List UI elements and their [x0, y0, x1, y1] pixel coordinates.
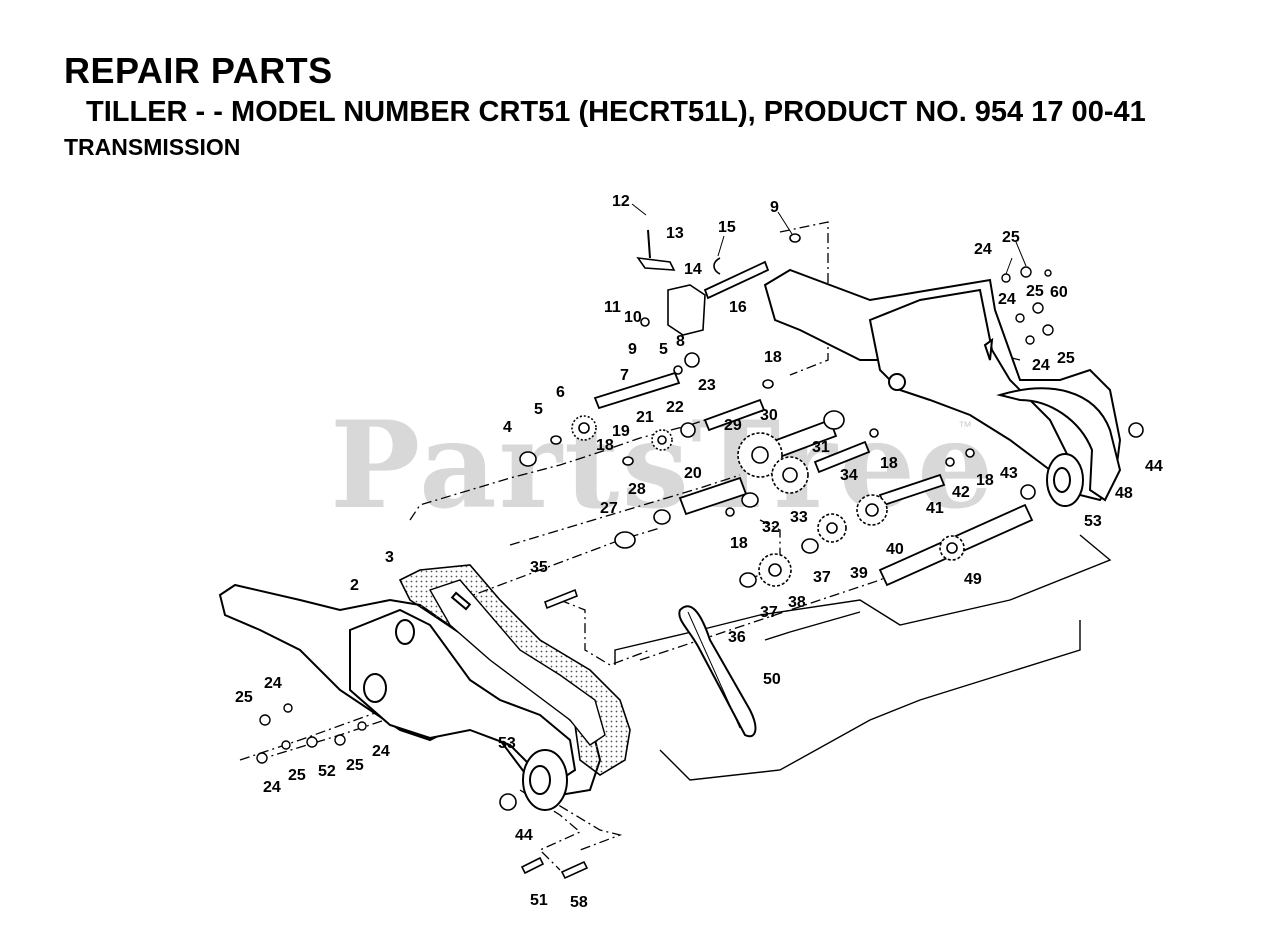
callout: 19 — [612, 423, 630, 440]
callout: 51 — [530, 892, 548, 909]
callout: 18 — [730, 535, 748, 552]
callout: 14 — [684, 261, 702, 278]
watermark-trademark: ™ — [958, 418, 972, 434]
callout: 39 — [850, 565, 868, 582]
callout: 25 — [346, 757, 364, 774]
callout: 48 — [1115, 485, 1133, 502]
callout: 31 — [812, 439, 830, 456]
callout: 50 — [763, 671, 781, 688]
callout: 18 — [764, 349, 782, 366]
callout: 32 — [762, 519, 780, 536]
callout: 60 — [1050, 284, 1068, 301]
callout: 16 — [729, 299, 747, 316]
callout: 25 — [1026, 283, 1044, 300]
callout: 29 — [724, 417, 742, 434]
callout: 30 — [760, 407, 778, 424]
callout: 37 — [813, 569, 831, 586]
callout: 24 — [264, 675, 282, 692]
callout: 22 — [666, 399, 684, 416]
callout: 24 — [1032, 357, 1050, 374]
callout: 18 — [880, 455, 898, 472]
callout-labels: 12 13 15 9 14 11 10 16 9 8 5 7 18 23 6 5… — [235, 193, 1163, 911]
callout: 3 — [385, 549, 394, 566]
callout: 4 — [503, 419, 512, 436]
callout: 41 — [926, 500, 944, 517]
callout: 24 — [372, 743, 390, 760]
callout: 25 — [288, 767, 306, 784]
callout: 11 — [604, 299, 621, 316]
callout: 2 — [350, 577, 359, 594]
callout: 18 — [976, 472, 994, 489]
callout: 28 — [628, 481, 646, 498]
callout: 43 — [1000, 465, 1018, 482]
callout: 15 — [718, 219, 736, 236]
callout: 10 — [624, 309, 642, 326]
model-subtitle: TILLER - - MODEL NUMBER CRT51 (HECRT51L)… — [86, 96, 1146, 128]
callout: 25 — [1002, 229, 1020, 246]
callout: 53 — [498, 735, 516, 752]
callout: 5 — [534, 401, 543, 418]
callout: 34 — [840, 467, 858, 484]
callout: 9 — [628, 341, 637, 358]
callout: 44 — [1145, 458, 1163, 475]
callout: 38 — [788, 594, 806, 611]
callout: 13 — [666, 225, 684, 242]
callout: 24 — [974, 241, 992, 258]
callout: 58 — [570, 894, 588, 911]
callout: 36 — [728, 629, 746, 646]
callout: 42 — [952, 484, 970, 501]
callout: 18 — [596, 437, 614, 454]
callout: 52 — [318, 763, 336, 780]
callout: 24 — [263, 779, 281, 796]
section-title: TRANSMISSION — [64, 134, 241, 160]
callout: 20 — [684, 465, 702, 482]
callout: 8 — [676, 333, 685, 350]
callout: 53 — [1084, 513, 1102, 530]
callout: 49 — [964, 571, 982, 588]
callout: 23 — [698, 377, 716, 394]
callout: 25 — [235, 689, 253, 706]
callout: 5 — [659, 341, 668, 358]
callout: 35 — [530, 559, 548, 576]
page-title: REPAIR PARTS — [64, 50, 333, 91]
callout: 6 — [556, 384, 565, 401]
callout: 37 — [760, 604, 778, 621]
callout: 27 — [600, 500, 618, 517]
callout: 44 — [515, 827, 533, 844]
callout: 12 — [612, 193, 630, 210]
callout: 24 — [998, 291, 1016, 308]
callout: 9 — [770, 199, 779, 216]
callout: 40 — [886, 541, 904, 558]
callout: 25 — [1057, 350, 1075, 367]
callout: 33 — [790, 509, 808, 526]
callout: 7 — [620, 367, 629, 384]
callout: 21 — [636, 409, 654, 426]
